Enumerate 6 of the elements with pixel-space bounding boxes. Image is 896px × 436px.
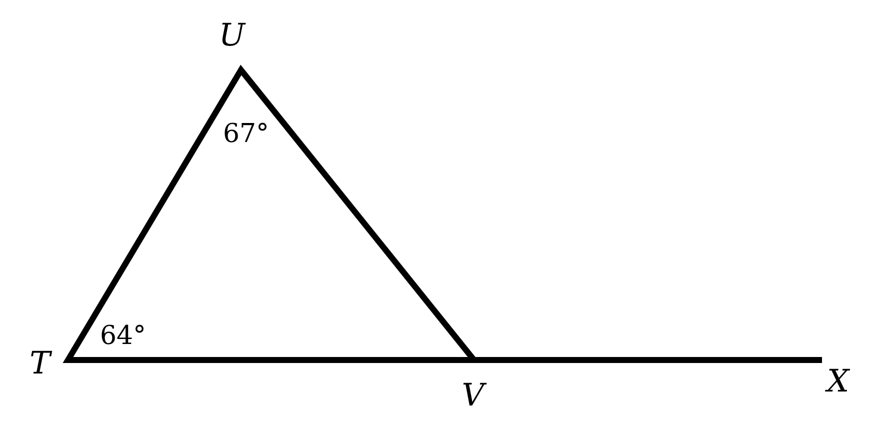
angle-label: 64° <box>100 323 146 349</box>
vertex-label: U <box>218 20 246 52</box>
vertex-label: T <box>30 348 50 380</box>
vertex-label: V <box>462 380 484 412</box>
vertex-label: X <box>826 366 850 398</box>
angle-label: 67° <box>222 121 270 147</box>
